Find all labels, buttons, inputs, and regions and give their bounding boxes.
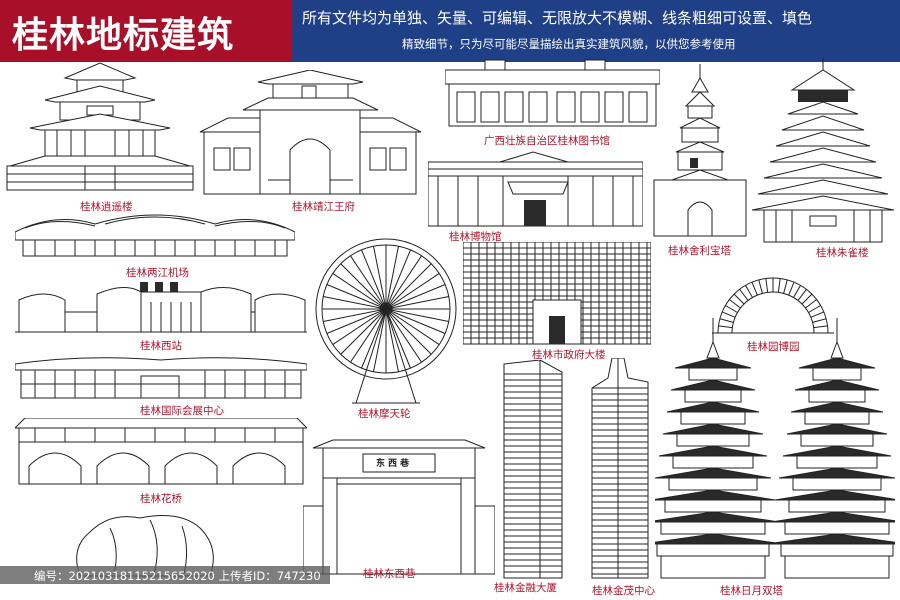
- garden-expo-arch-illustration: [712, 245, 834, 337]
- government-building-illustration: [463, 242, 651, 346]
- caption-expo: 桂林国际会展中心: [140, 405, 224, 417]
- sheli-pagoda-illustration: [652, 64, 748, 240]
- dongxi-lane-gate-illustration: [303, 436, 495, 576]
- caption-zhuque: 桂林朱雀楼: [816, 247, 869, 259]
- caption-west-station: 桂林西站: [140, 340, 182, 352]
- title-banner: 桂林地标建筑: [0, 0, 292, 62]
- caption-flower-bridge: 桂林花桥: [140, 493, 182, 505]
- ferris-wheel-illustration: [312, 235, 460, 405]
- caption-museum: 桂林博物馆: [449, 231, 502, 243]
- flower-bridge-illustration: [15, 418, 307, 486]
- xiaoyao-pavilion-illustration: [5, 58, 195, 193]
- watermark-text: 编号：20210318115215652020 上传者ID：747230: [34, 569, 321, 583]
- jingjiang-palace-illustration: [198, 70, 423, 195]
- zhuque-tower-illustration: [752, 58, 894, 244]
- caption-dongxi: 桂林东西巷: [363, 568, 416, 580]
- caption-sunmoon: 桂林日月双塔: [720, 585, 783, 597]
- caption-sheli: 桂林舍利宝塔: [668, 245, 731, 257]
- museum-illustration: [428, 150, 643, 228]
- finance-tower-illustration: [500, 360, 566, 580]
- caption-jingjiang: 桂林靖江王府: [292, 201, 355, 213]
- page-title: 桂林地标建筑: [12, 15, 235, 56]
- description-line-1: 所有文件均为单独、矢量、可编辑、无限放大不模糊、线条粗细可设置、填色: [302, 9, 813, 27]
- caption-ferris: 桂林摩天轮: [358, 408, 411, 420]
- description-line-2: 精致细节，只为尽可能尽量描绘出真实建筑风貌，以供您参考使用: [402, 37, 736, 51]
- caption-xiaoyao: 桂林逍遥楼: [80, 201, 133, 213]
- caption-jinmao: 桂林金茂中心: [592, 585, 655, 597]
- caption-yuanbo: 桂林园博园: [747, 341, 800, 353]
- sun-moon-twin-pagodas-illustration: [655, 318, 895, 580]
- rock-illustration: [70, 508, 220, 578]
- jinmao-center-illustration: [588, 358, 652, 580]
- caption-finance: 桂林金融大厦: [494, 582, 557, 594]
- library-illustration: [445, 58, 660, 130]
- caption-airport: 桂林两江机场: [126, 267, 189, 279]
- dongxi-plaque-text: 东西巷: [376, 459, 413, 469]
- expo-center-illustration: [15, 354, 307, 400]
- caption-library: 广西壮族自治区桂林图书馆: [484, 135, 610, 147]
- airport-illustration: [15, 210, 295, 260]
- caption-govt: 桂林市政府大楼: [532, 349, 606, 361]
- subtitle-banner: 所有文件均为单独、矢量、可编辑、无限放大不模糊、线条粗细可设置、填色 精致细节，…: [292, 0, 900, 62]
- west-station-illustration: [15, 282, 307, 334]
- watermark-bar: 编号：20210318115215652020 上传者ID：747230: [0, 566, 330, 584]
